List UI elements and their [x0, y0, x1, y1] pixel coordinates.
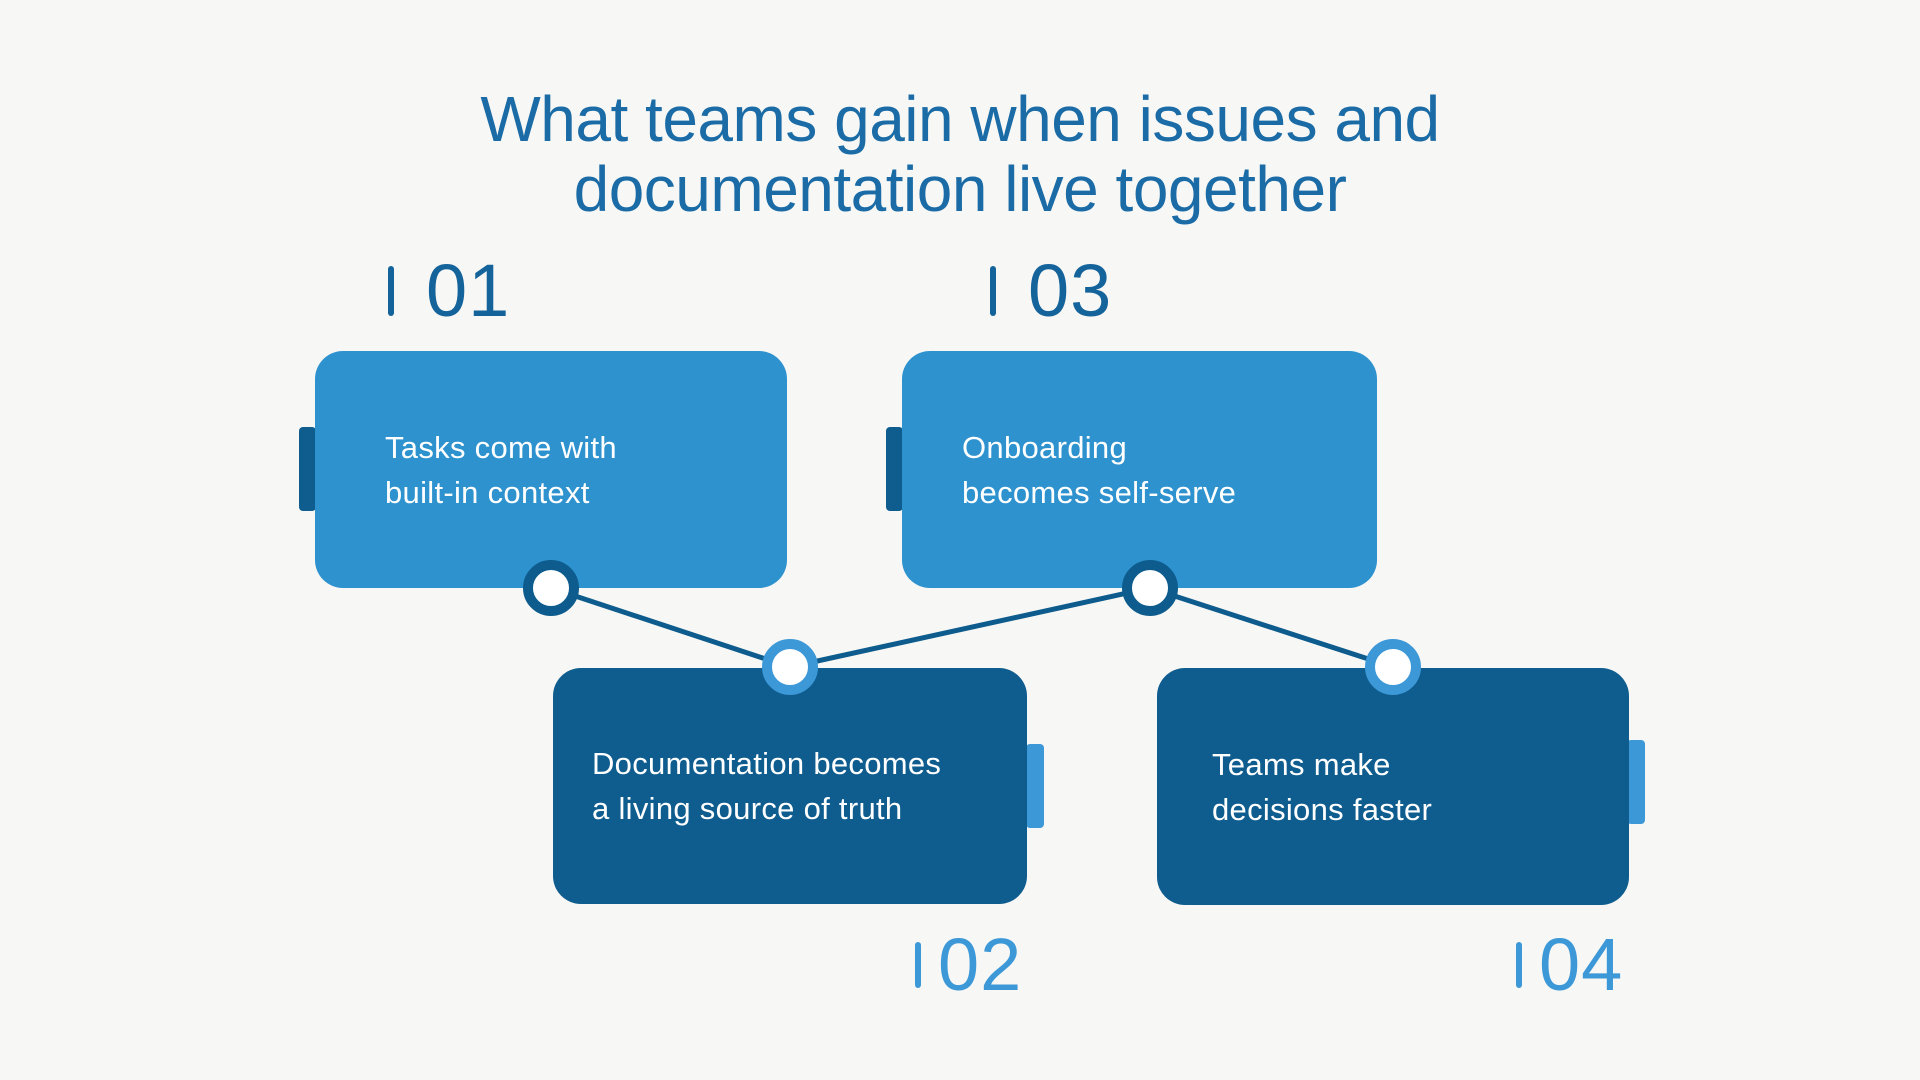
step-01-number: 01	[426, 249, 511, 332]
card-02-edge-tab	[1026, 744, 1044, 828]
card-03-text: Onboarding becomes self-serve	[902, 425, 1236, 515]
step-02-number: 02	[938, 923, 1023, 1006]
page-title: What teams gain when issues and document…	[0, 84, 1920, 224]
card-02-line2: a living source of truth	[592, 791, 903, 826]
step-02-marker-bar	[915, 942, 921, 988]
card-03-edge-tab	[886, 427, 903, 511]
step-02-label: 02	[915, 928, 1022, 1002]
card-01: Tasks come with built-in context	[315, 351, 787, 588]
card-04-text: Teams make decisions faster	[1157, 742, 1432, 832]
page-title-line2: documentation live together	[573, 153, 1347, 225]
node-03	[1122, 560, 1178, 616]
step-01-marker-bar	[388, 266, 394, 316]
step-04-label: 04	[1516, 928, 1623, 1002]
step-04-marker-bar	[1516, 942, 1522, 988]
card-04: Teams make decisions faster	[1157, 668, 1629, 905]
step-01-label: 01	[388, 254, 510, 328]
page-title-line1: What teams gain when issues and	[480, 83, 1440, 155]
node-01	[523, 560, 579, 616]
card-04-line1: Teams make	[1212, 746, 1391, 782]
card-04-line2: decisions faster	[1212, 791, 1433, 827]
card-02-line1: Documentation becomes	[592, 746, 942, 781]
step-03-label: 03	[990, 254, 1112, 328]
connector-line-01-02	[548, 585, 793, 670]
card-04-edge-tab	[1627, 740, 1645, 824]
card-01-edge-tab	[299, 427, 316, 511]
step-03-number: 03	[1028, 249, 1113, 332]
node-04	[1365, 639, 1421, 695]
card-03-line2: becomes self-serve	[962, 474, 1237, 510]
step-03-marker-bar	[990, 266, 996, 316]
card-02-text: Documentation becomes a living source of…	[553, 741, 941, 831]
connector-line-03-04	[1147, 585, 1396, 670]
connector-line-02-03	[787, 585, 1153, 670]
card-01-line1: Tasks come with	[385, 429, 617, 465]
card-01-text: Tasks come with built-in context	[315, 425, 617, 515]
card-01-line2: built-in context	[385, 474, 590, 510]
card-03-line1: Onboarding	[962, 429, 1128, 465]
step-04-number: 04	[1539, 923, 1624, 1006]
card-02: Documentation becomes a living source of…	[553, 668, 1027, 904]
card-03: Onboarding becomes self-serve	[902, 351, 1377, 588]
node-02	[762, 639, 818, 695]
